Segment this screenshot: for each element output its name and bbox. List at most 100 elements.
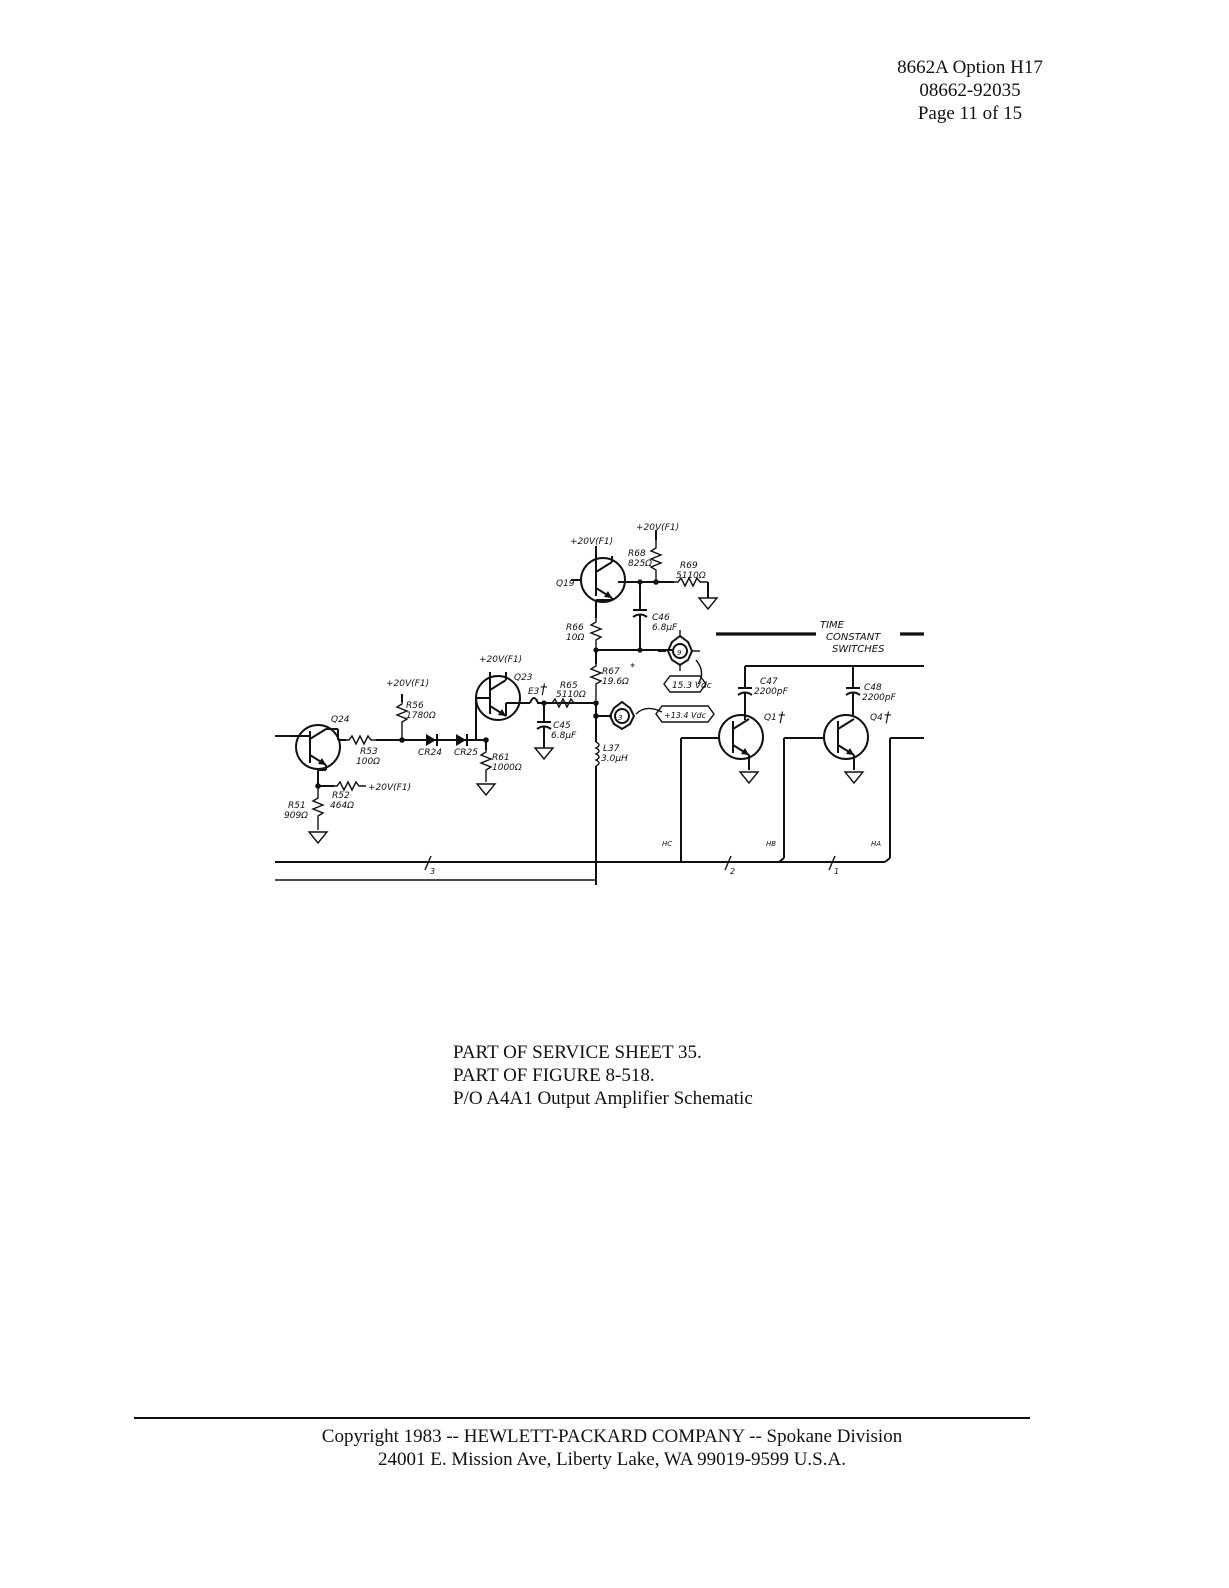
ground-symbol <box>738 771 760 785</box>
r65-value: 5110Ω <box>556 690 586 700</box>
bus-hb-label: HB <box>766 840 776 848</box>
q4-transistor <box>823 714 869 760</box>
figure-caption: PART OF SERVICE SHEET 35. PART OF FIGURE… <box>453 1041 753 1110</box>
q4-label: Q4 <box>870 713 883 723</box>
ground-symbol <box>843 771 865 785</box>
c47-label: C47 <box>760 677 778 687</box>
r51-resistor <box>311 786 325 830</box>
r65-label: R65 <box>560 681 578 691</box>
r65-resistor <box>548 697 580 709</box>
c45-label: C45 <box>553 721 571 731</box>
voltage-box-2 <box>655 705 715 723</box>
l37-label: L37 <box>603 744 620 754</box>
voltage-box-1 <box>663 675 707 693</box>
copyright-line: Copyright 1983 -- HEWLETT-PACKARD COMPAN… <box>321 1426 903 1447</box>
page-footer: Copyright 1983 -- HEWLETT-PACKARD COMPAN… <box>134 1425 1090 1471</box>
voltage-1-label: 15.3 Vdc <box>672 681 712 691</box>
supply-top-label: +20V(F1) <box>636 523 679 533</box>
q24-transistor <box>295 724 341 770</box>
r68-value: 825Ω <box>628 559 652 569</box>
test-point-3-label: 3 <box>618 714 622 722</box>
part-number-label: 08662-92035 <box>919 80 1021 101</box>
page-header: 8662A Option H17 08662-92035 Page 11 of … <box>870 56 1070 125</box>
r52-value: 464Ω <box>330 801 354 811</box>
r61-value: 1000Ω <box>492 763 522 773</box>
r66-resistor <box>589 618 603 650</box>
bus-2-label: 2 <box>730 867 735 876</box>
r53-label: R53 <box>360 747 378 757</box>
r51-label: R51 <box>288 801 306 811</box>
r67-resistor <box>589 664 603 700</box>
q19-transistor <box>580 557 626 603</box>
supply-r52-label: +20V(F1) <box>368 783 411 793</box>
r68-resistor <box>649 540 663 582</box>
c48-value: 2200pF <box>862 693 897 703</box>
address-line: 24001 E. Mission Ave, Liberty Lake, WA 9… <box>378 1449 846 1470</box>
q19-label: Q19 <box>556 579 575 589</box>
c46-value: 6.8μF <box>652 623 678 633</box>
q23-label: Q23 <box>514 673 533 683</box>
constant-label: CONSTANT <box>826 632 881 643</box>
q1-transistor <box>718 714 764 760</box>
supply-q23-label: +20V(F1) <box>479 655 522 665</box>
e3-dagger: † <box>540 682 548 698</box>
ground-symbol <box>307 831 329 845</box>
bus-hc-label: HC <box>662 840 672 848</box>
model-label: 8662A Option H17 <box>897 57 1043 78</box>
l37-inductor <box>594 741 600 767</box>
q1-label: Q1 <box>764 713 777 723</box>
e3-ferrite <box>529 697 548 704</box>
l37-value: 3.0μH <box>601 754 628 764</box>
r56-label: R56 <box>406 701 424 711</box>
r56-value: 1780Ω <box>406 711 436 721</box>
e3-label: E3 <box>528 687 540 697</box>
r68-label: R68 <box>628 549 646 559</box>
time-label: TIME <box>820 620 845 631</box>
footer-divider <box>134 1417 1030 1419</box>
r67-mark: * <box>630 662 635 673</box>
c45-value: 6.8μF <box>551 731 577 741</box>
caption-line-1: PART OF SERVICE SHEET 35. <box>453 1042 702 1063</box>
page-number-label: Page 11 of 15 <box>917 103 1023 124</box>
r61-label: R61 <box>492 753 510 763</box>
r51-value: 909Ω <box>284 811 308 821</box>
r52-resistor <box>334 780 366 792</box>
supply-q19-label: +20V(F1) <box>570 537 613 547</box>
ground-symbol <box>697 597 719 611</box>
r61-resistor <box>479 750 493 782</box>
r67-value: 19.6Ω <box>602 677 629 687</box>
c46-label: C46 <box>652 613 670 623</box>
cr25-label: CR25 <box>454 748 478 758</box>
bus-ha-label: HA <box>871 840 881 848</box>
q4-dagger: † <box>884 710 892 726</box>
r66-value: 10Ω <box>566 633 584 643</box>
test-point-3 <box>608 700 636 731</box>
r53-resistor <box>346 734 376 746</box>
r66-label: R66 <box>566 623 584 633</box>
test-point-9-label: 9 <box>677 649 682 657</box>
caption-line-3: P/O A4A1 Output Amplifier Schematic <box>453 1088 753 1109</box>
q1-dagger: † <box>778 710 786 726</box>
caption-line-2: PART OF FIGURE 8-518. <box>453 1065 655 1086</box>
cr24-label: CR24 <box>418 748 442 758</box>
bus-1-label: 1 <box>834 867 839 876</box>
c48-label: C48 <box>864 683 882 693</box>
test-point-9 <box>658 630 700 671</box>
r69-value: 5110Ω <box>676 571 706 581</box>
r56-resistor <box>395 702 409 740</box>
supply-r56-label: +20V(F1) <box>386 679 429 689</box>
r69-resistor <box>674 576 708 588</box>
r67-label: R67 <box>602 667 620 677</box>
q24-label: Q24 <box>331 715 350 725</box>
c47-value: 2200pF <box>754 687 789 697</box>
r69-label: R69 <box>680 561 698 571</box>
voltage-2-label: +13.4 Vdc <box>664 711 707 720</box>
ground-symbol <box>475 783 497 797</box>
cr25-diode <box>456 734 468 746</box>
cr24-diode <box>426 734 438 746</box>
ground-symbol <box>533 747 555 761</box>
r52-label: R52 <box>332 791 350 801</box>
switches-label: SWITCHES <box>832 644 885 655</box>
r53-value: 100Ω <box>356 757 380 767</box>
